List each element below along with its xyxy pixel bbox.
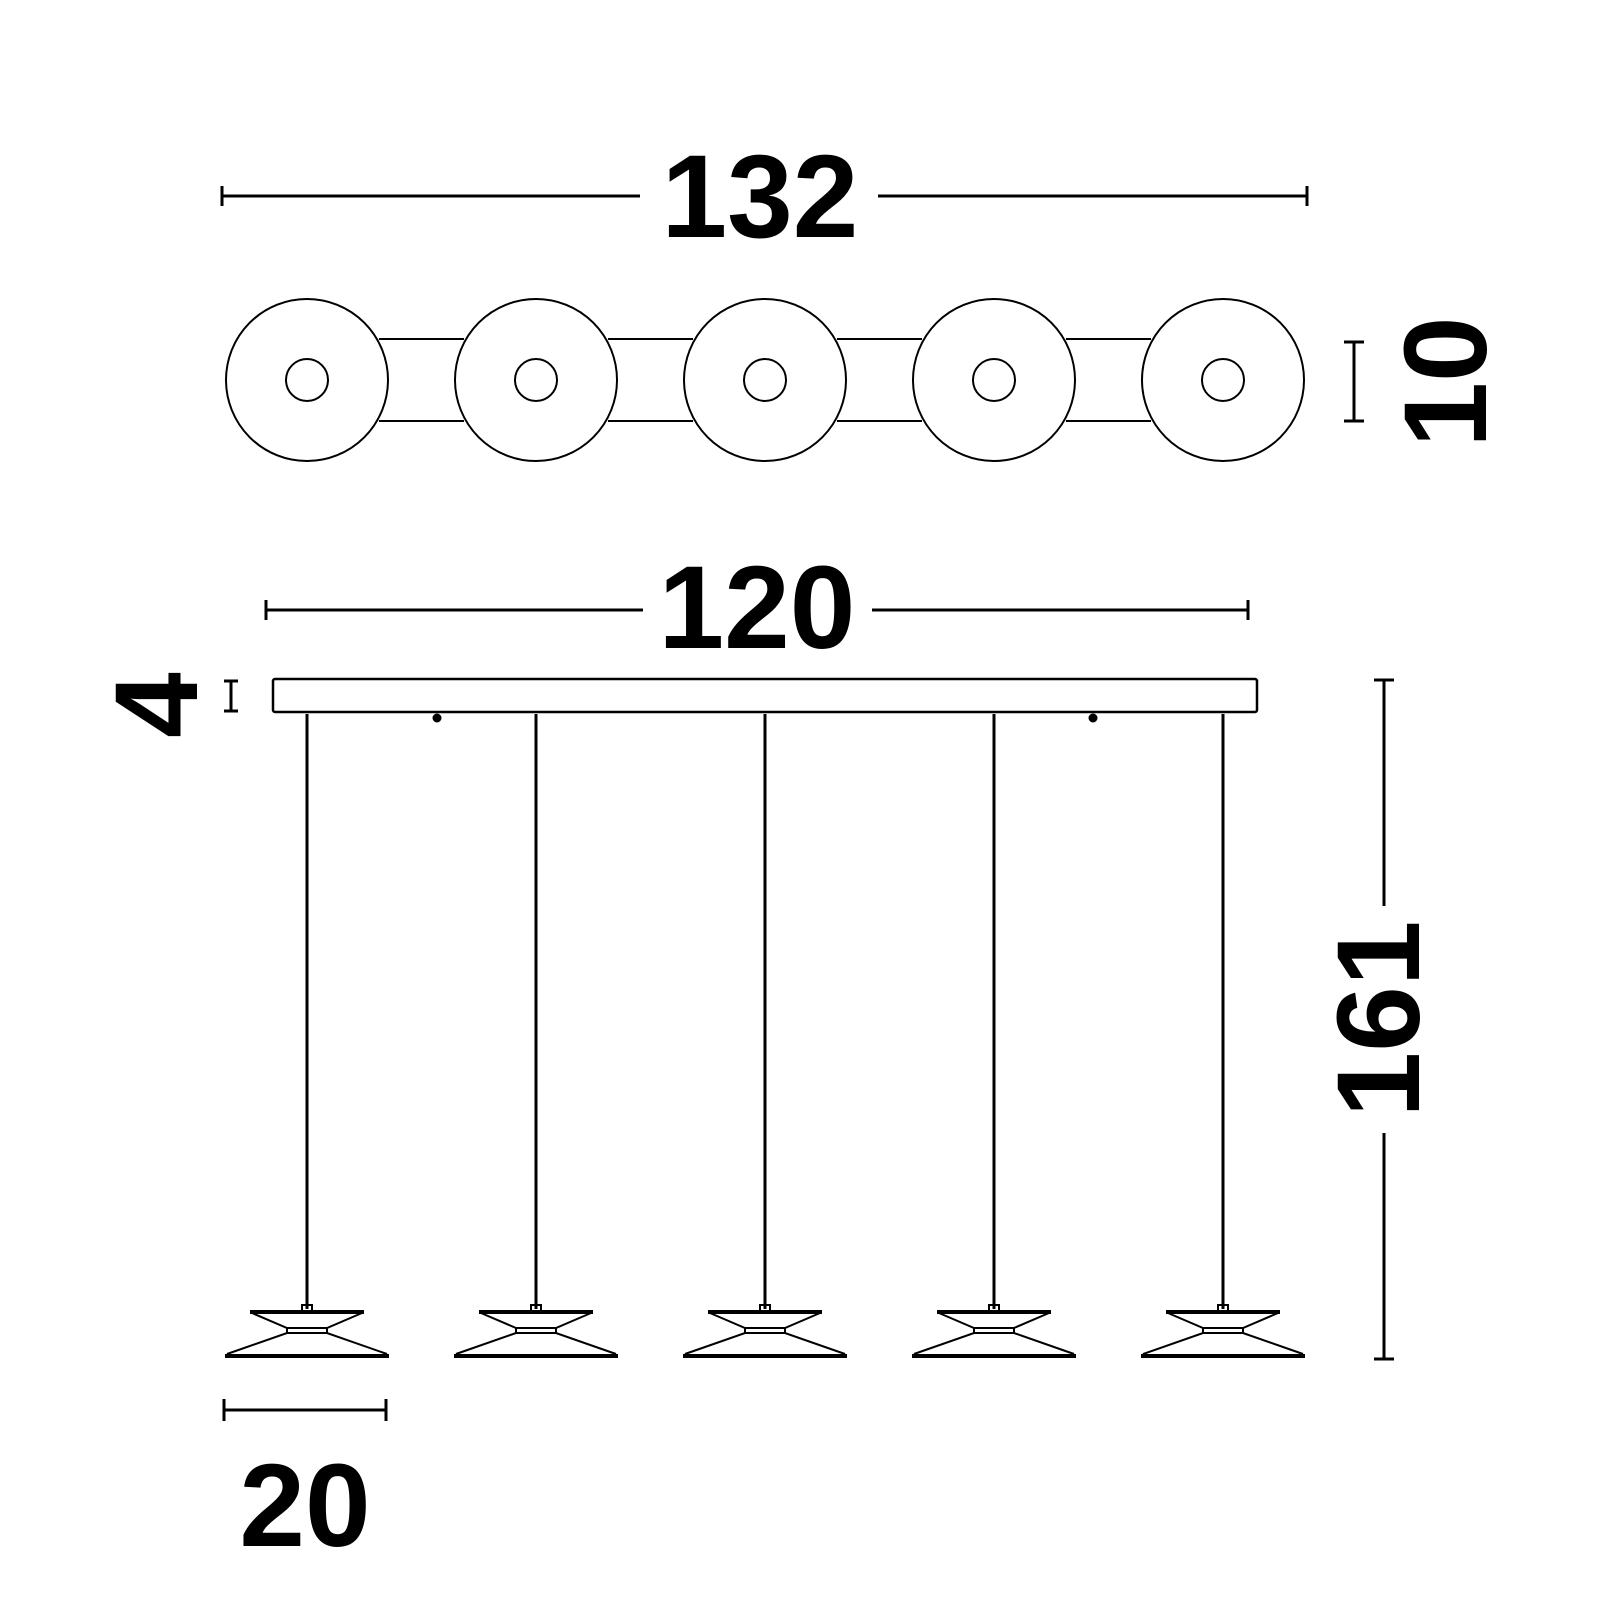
shade-upper-cone — [709, 1312, 821, 1329]
shade-top-view — [1141, 298, 1305, 462]
side-view-lamps — [225, 714, 1305, 1358]
shade-top-view — [225, 298, 389, 462]
label-shade-diameter: 20 — [239, 1440, 370, 1572]
dimension-line-canopy-length — [264, 600, 1250, 620]
shade-center — [514, 358, 558, 402]
dimension-line-shade-diameter — [222, 1399, 388, 1421]
shade-lower-cone — [913, 1332, 1075, 1355]
canopy-screw — [1088, 713, 1098, 723]
pendant-lamp — [1141, 714, 1305, 1358]
shade-lower-cone — [684, 1332, 846, 1355]
shade-lower-cone — [455, 1332, 617, 1355]
top-view — [225, 298, 1305, 462]
dimension-line-total-width — [220, 186, 1309, 206]
dimension-line-total-height — [1374, 678, 1394, 1361]
shade-lower-cone — [226, 1332, 388, 1355]
shade-center — [1201, 358, 1245, 402]
shade-upper-cone — [1167, 1312, 1279, 1329]
label-canopy-depth: 10 — [1380, 316, 1512, 447]
dimension-line-canopy-height — [224, 679, 238, 713]
shade-top-view — [454, 298, 618, 462]
shade-upper-cone — [480, 1312, 592, 1329]
label-total-width: 132 — [662, 131, 859, 263]
shade-center — [743, 358, 787, 402]
canopy — [271, 677, 1259, 714]
canopy-screw — [432, 713, 442, 723]
shade-upper-cone — [251, 1312, 363, 1329]
label-canopy-height: 4 — [91, 672, 223, 738]
pendant-lamp — [683, 714, 847, 1358]
pendant-lamp — [912, 714, 1076, 1358]
pendant-lamp — [225, 714, 389, 1358]
label-total-height: 161 — [1313, 921, 1445, 1118]
shade-top-view — [912, 298, 1076, 462]
shade-top-view — [683, 298, 847, 462]
shade-center — [972, 358, 1016, 402]
shade-center — [285, 358, 329, 402]
shade-upper-cone — [938, 1312, 1050, 1329]
dimension-line-canopy-depth — [1344, 340, 1364, 423]
label-canopy-length: 120 — [659, 542, 856, 674]
pendant-lamp — [454, 714, 618, 1358]
shade-lower-cone — [1142, 1332, 1304, 1355]
